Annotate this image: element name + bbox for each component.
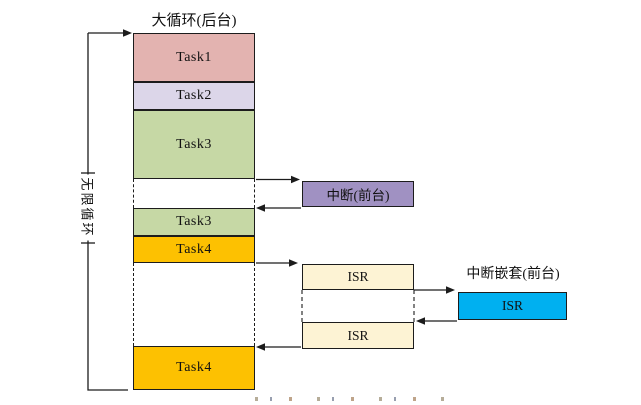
task-block-task1: Task1 [133,33,255,82]
interrupt-foreground-box: 中断(前台) [302,181,414,207]
column-preempt-gap-1 [133,179,255,208]
nested-interrupt-title: 中断嵌套(前台) [466,267,560,282]
task-block-task2: Task2 [133,82,255,110]
isr-box-1: ISR [302,264,414,290]
background-loop-title: 大循环(后台) [151,13,237,29]
task-block-task3-resumed: Task3 [133,208,255,236]
column-preempt-gap-2 [133,263,255,346]
nested-isr-box: ISR [458,292,567,320]
cropped-caption [243,397,445,401]
infinite-loop-label: 无限循环 [78,174,96,241]
task-block-task3: Task3 [133,110,255,179]
task-block-task4-resumed: Task4 [133,346,255,390]
isr-box-2: ISR [302,322,414,349]
task-block-task4: Task4 [133,236,255,263]
